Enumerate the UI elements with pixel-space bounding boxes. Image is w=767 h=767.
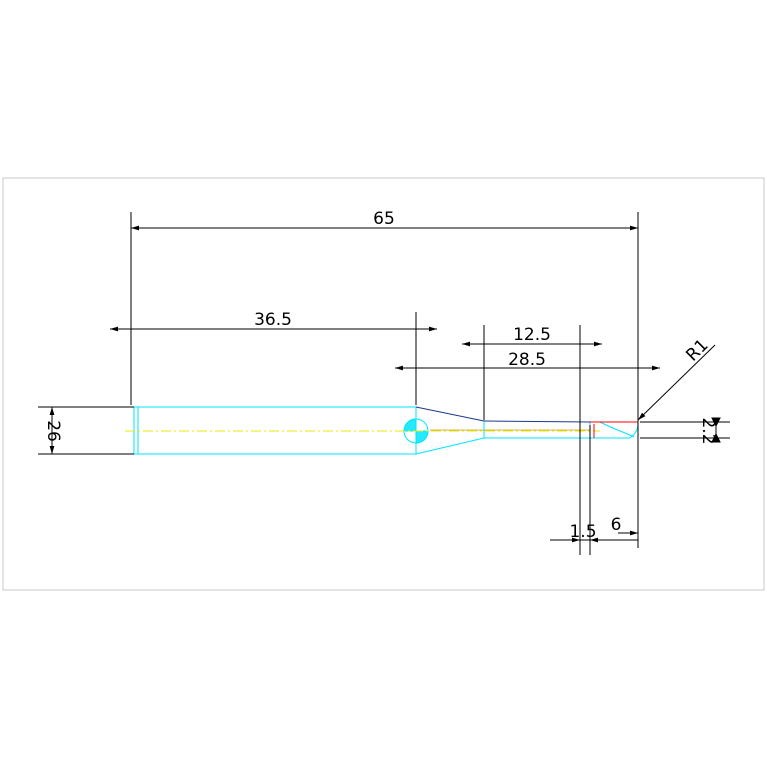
neck-top-edge xyxy=(415,406,591,423)
drawing-frame xyxy=(2,177,765,591)
dim-shank-diameter: 26 xyxy=(43,420,63,442)
radius-leader xyxy=(637,344,716,421)
section-hatch xyxy=(403,418,429,444)
dim-flute-length: 12.5 xyxy=(513,325,551,345)
dim-small-length-b: 6 xyxy=(611,515,622,535)
dim-small-length-a: 1.5 xyxy=(569,522,596,542)
dim-overall-length: 65 xyxy=(373,209,395,229)
taper-bottom xyxy=(415,437,485,455)
dim-corner-radius: R1 xyxy=(682,335,712,365)
dim-tip-diameter: 2.2 xyxy=(698,417,718,444)
dim-shank-length: 36.5 xyxy=(254,310,292,330)
flute-helix xyxy=(599,421,635,438)
dimension-lines xyxy=(38,212,730,555)
dim-neck-length: 28.5 xyxy=(508,350,546,370)
